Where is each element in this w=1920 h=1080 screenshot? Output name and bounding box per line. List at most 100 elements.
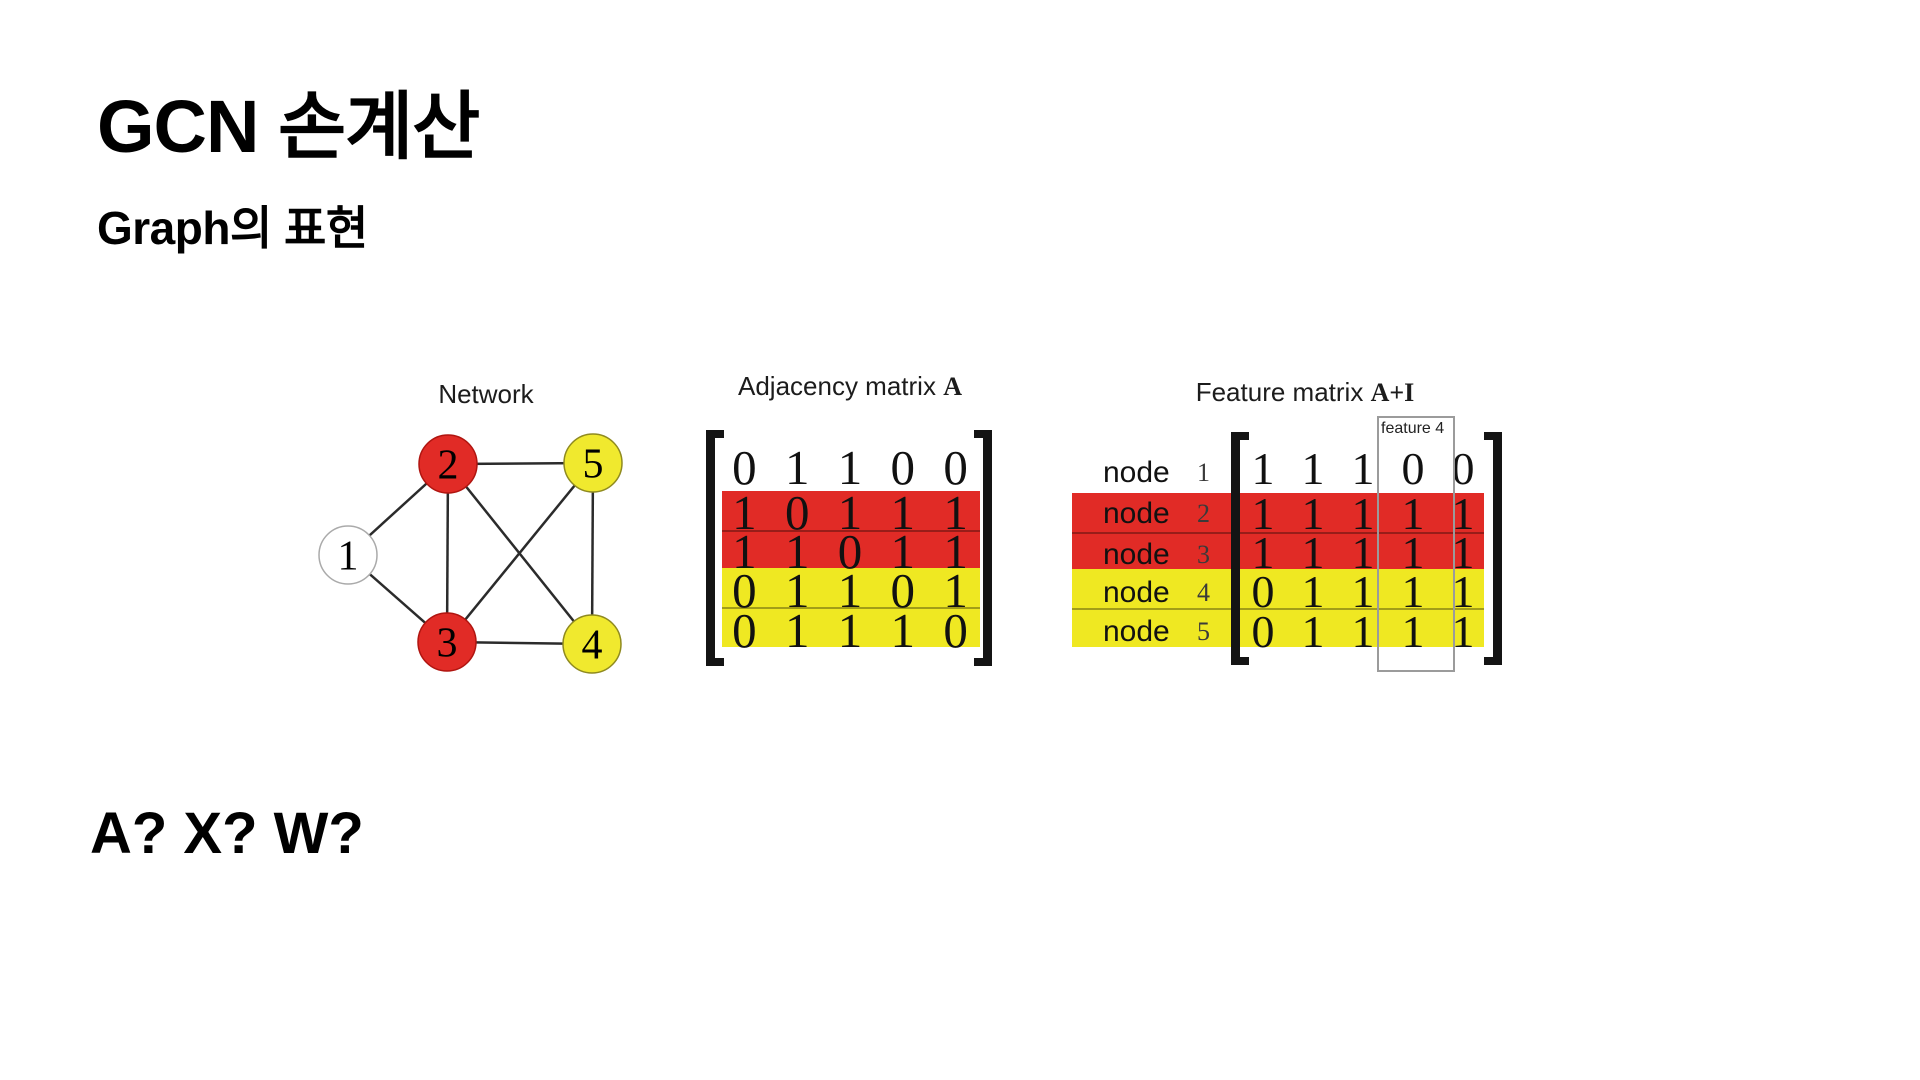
feature-row-separator: [1072, 608, 1484, 610]
slide-subtitle: Graph의 표현: [97, 202, 368, 254]
node-circle-1: [318, 525, 378, 585]
adjacency-cell: 0: [732, 602, 757, 658]
node-number: 3: [1197, 540, 1210, 569]
feature-row-label: node 2: [1103, 494, 1210, 534]
adjacency-cell: 1: [837, 562, 863, 618]
feature-cell: 0: [1451, 443, 1475, 494]
slide-title: GCN 손계산: [97, 85, 480, 168]
node-label-3: 3: [437, 621, 458, 667]
node-number: 5: [1197, 617, 1210, 646]
adjacency-row-separator: [722, 530, 980, 532]
node-word: node: [1103, 497, 1170, 530]
feature-cell: 1: [1301, 443, 1325, 494]
adjacency-cell: 0: [943, 439, 968, 495]
adjacency-cell: 1: [837, 602, 863, 658]
adjacency-cell: 1: [784, 439, 810, 495]
node-word: node: [1103, 456, 1170, 489]
adjacency-cell: 1: [784, 562, 810, 618]
adjacency-red-band: [722, 491, 980, 568]
adjacency-cell: 1: [784, 602, 810, 658]
feature-cell: 1: [1301, 488, 1325, 539]
question-text: A? X? W?: [90, 801, 364, 866]
adjacency-left-bracket: [706, 430, 724, 666]
node-number: 1: [1197, 458, 1210, 487]
feature-cell: 0: [1401, 443, 1425, 494]
adjacency-cell: 0: [837, 523, 863, 579]
feature-right-bracket: [1484, 432, 1502, 665]
node-word: node: [1103, 615, 1170, 648]
adjacency-title-text: Adjacency matrix: [738, 371, 936, 401]
node-word: node: [1103, 576, 1170, 609]
node-label-1: 1: [338, 534, 359, 580]
adjacency-matrix-title: Adjacency matrix A: [705, 371, 995, 402]
adjacency-cell: 1: [890, 523, 916, 579]
feature-row-label: node 1: [1103, 453, 1210, 493]
adjacency-cell: 1: [943, 562, 968, 618]
feature-row-label: node 4: [1103, 573, 1210, 613]
node-label-5: 5: [583, 442, 604, 488]
adjacency-cell: 1: [943, 484, 968, 540]
node-label-2: 2: [438, 443, 459, 489]
adjacency-cell: 0: [784, 484, 810, 540]
feature-cell: 1: [1301, 606, 1325, 657]
feature-cell: 1: [1451, 606, 1475, 657]
feature-row-separator: [1072, 532, 1484, 534]
adjacency-cell: 1: [890, 602, 916, 658]
network-graph: 1 2 3 4 5: [318, 433, 623, 674]
feature-cell: 1: [1401, 488, 1425, 539]
feature-cell: 1: [1401, 527, 1425, 578]
adjacency-cell: 1: [890, 484, 916, 540]
adjacency-cell: 1: [732, 523, 757, 579]
feature-red-band: [1072, 493, 1484, 569]
feature-cell: 0: [1251, 566, 1275, 617]
node-label-4: 4: [582, 623, 603, 669]
node-circle-4: [562, 614, 622, 674]
feature-cell: 1: [1301, 527, 1325, 578]
feature-row-label: node 3: [1103, 535, 1210, 575]
adjacency-cell: 1: [837, 439, 863, 495]
feature-cell: 1: [1401, 566, 1425, 617]
feature-cell: 1: [1301, 566, 1325, 617]
adjacency-title-symbol: A: [943, 372, 962, 401]
feature-title-symbol: A+I: [1370, 378, 1415, 407]
adjacency-cell: 0: [943, 602, 968, 658]
feature-cell: 1: [1351, 488, 1375, 539]
node-number: 4: [1197, 578, 1210, 607]
feature-row-label: node 5: [1103, 612, 1210, 652]
feature-cell: 1: [1401, 606, 1425, 657]
feature-matrix-title: Feature matrix A+I: [1155, 377, 1455, 408]
adjacency-row-separator: [722, 607, 980, 609]
adjacency-matrix-values: 0 1 1 0 0 1 0 1 1 1 1 1 0 1 1 0 1 1 0 1 …: [718, 439, 982, 658]
node-circle-2: [418, 434, 478, 494]
adjacency-cell: 1: [837, 484, 863, 540]
edge-3-5: [446, 462, 594, 643]
feature-title-text: Feature matrix: [1195, 377, 1364, 407]
adjacency-yellow-band: [722, 568, 980, 647]
adjacency-cell: 0: [732, 439, 757, 495]
node-number: 2: [1197, 499, 1210, 528]
adjacency-right-bracket: [974, 430, 992, 666]
feature-cell: 1: [1351, 606, 1375, 657]
adjacency-cell: 1: [784, 523, 810, 579]
adjacency-cell: 0: [890, 562, 916, 618]
feature-cell: 1: [1251, 527, 1275, 578]
feature-cell: 1: [1451, 566, 1475, 617]
network-nodes: 1 2 3 4 5: [318, 433, 623, 674]
feature-cell: 1: [1351, 566, 1375, 617]
adjacency-cell: 1: [943, 523, 968, 579]
feature-cell: 1: [1351, 443, 1375, 494]
adjacency-cell: 0: [732, 562, 757, 618]
feature-cell: 1: [1451, 488, 1475, 539]
network-title: Network: [438, 379, 534, 409]
feature-cell: 1: [1351, 527, 1375, 578]
feature4-callout-label: feature 4: [1381, 420, 1445, 437]
feature4-callout-box: [1377, 416, 1455, 672]
feature-left-bracket: [1231, 432, 1249, 665]
feature-cell: 1: [1451, 527, 1475, 578]
feature-yellow-band: [1072, 569, 1484, 647]
edge-4-5: [590, 462, 595, 645]
node-word: node: [1103, 538, 1170, 571]
feature-cell: 0: [1251, 606, 1275, 657]
feature-cell: 1: [1251, 443, 1275, 494]
